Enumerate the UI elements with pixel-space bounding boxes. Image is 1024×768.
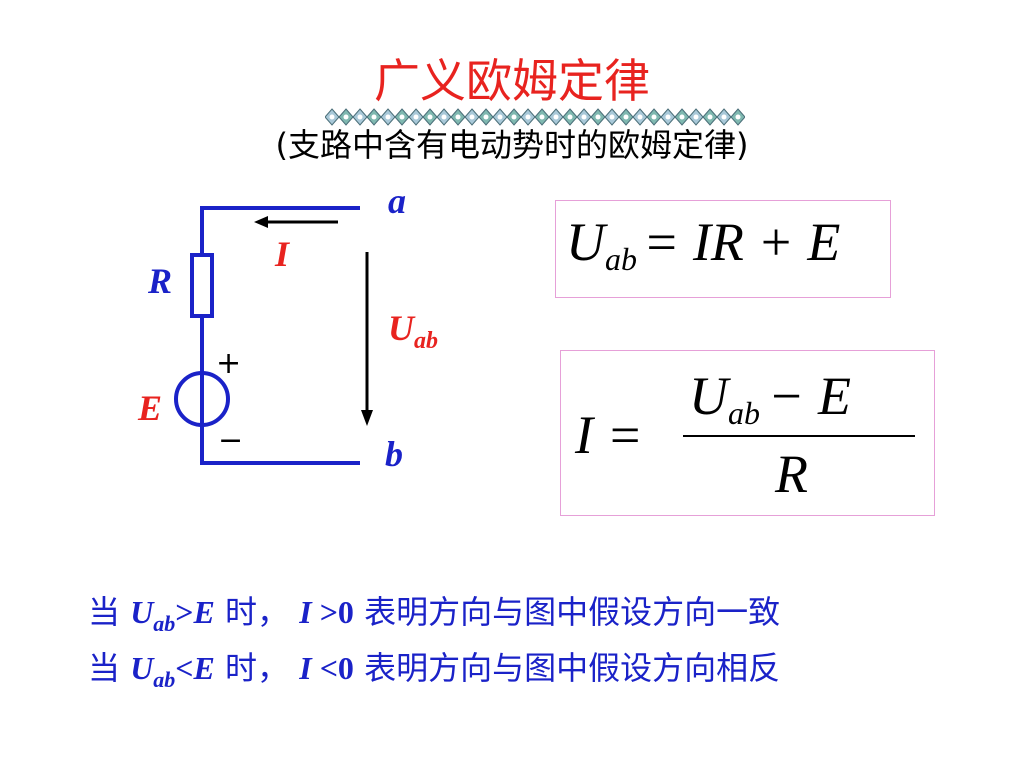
formula-2-numerator: Uab− E: [689, 366, 851, 431]
decoration-dot: [539, 114, 545, 120]
decoration-dot: [553, 114, 559, 120]
decoration-dot: [525, 114, 531, 120]
note-line-2: 当 Uab<E 时， I <0 表明方向与图中假设方向相反: [88, 649, 781, 692]
decoration-dot: [343, 114, 349, 120]
wire-top-left: [200, 206, 360, 255]
decoration-dot: [511, 114, 517, 120]
voltage-label: Uab: [388, 308, 438, 354]
decoration-dot: [427, 114, 433, 120]
decoration-dot: [735, 114, 741, 120]
decoration-dot: [455, 114, 461, 120]
title-underline-decoration: [325, 108, 745, 126]
decoration-dot: [357, 114, 363, 120]
decoration-dot: [441, 114, 447, 120]
decoration-dot: [385, 114, 391, 120]
note-line-1: 当 Uab>E 时， I >0 表明方向与图中假设方向一致: [88, 593, 781, 636]
formula-box-1: Uab= IR + E: [555, 200, 891, 298]
decoration-dot: [707, 114, 713, 120]
decoration-dot: [623, 114, 629, 120]
decoration-dot: [637, 114, 643, 120]
decoration-dot: [567, 114, 573, 120]
formula-2-lhs: I =: [575, 405, 643, 465]
formula-1: Uab= IR + E: [566, 212, 841, 277]
decoration-dot: [693, 114, 699, 120]
decoration-dot: [651, 114, 657, 120]
formula-2-denominator: R: [775, 444, 808, 504]
current-label: I: [274, 234, 291, 274]
decoration-dot: [721, 114, 727, 120]
formula-box-2: I = Uab− E R: [560, 350, 935, 516]
node-b-label: b: [385, 434, 403, 474]
decoration-dot: [413, 114, 419, 120]
decoration-dot: [665, 114, 671, 120]
wire-bottom: [200, 425, 360, 465]
decoration-dot: [581, 114, 587, 120]
circuit-diagram: a b I R E + − Uab: [137, 181, 438, 474]
minus-sign: −: [218, 423, 243, 458]
decoration-dot: [371, 114, 377, 120]
decoration-dot: [679, 114, 685, 120]
decoration-dot: [399, 114, 405, 120]
decoration-dot: [497, 114, 503, 120]
page-subtitle: (支路中含有电动势时的欧姆定律): [275, 126, 749, 164]
resistor-label: R: [147, 261, 172, 301]
fraction-bar: [683, 435, 915, 437]
page-title: 广义欧姆定律: [374, 54, 650, 108]
emf-label: E: [137, 388, 162, 428]
resistor-symbol: [190, 253, 214, 318]
decoration-dot: [595, 114, 601, 120]
plus-sign: +: [216, 346, 241, 381]
decoration-dot: [469, 114, 475, 120]
decoration-dot: [609, 114, 615, 120]
node-a-label: a: [388, 181, 406, 221]
decoration-dot: [329, 114, 335, 120]
decoration-dot: [483, 114, 489, 120]
